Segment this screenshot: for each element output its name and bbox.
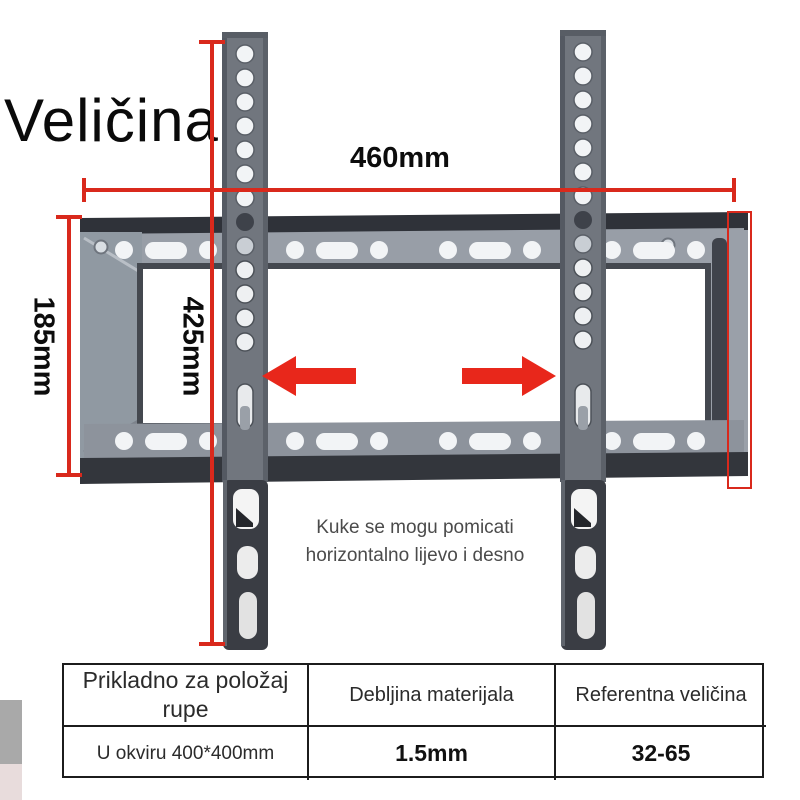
arrow-left-icon [262, 356, 356, 396]
spec-header-reference-size: Referentna veličina [554, 665, 766, 725]
dimension-tick [732, 178, 736, 202]
caption-line-2: horizontalno lijevo i desno [305, 544, 525, 566]
spec-header-hole-position: Prikladno za položaj rupe [82, 667, 289, 722]
dimension-line-width [82, 178, 736, 202]
spec-header-material-thickness: Debljina materijala [307, 665, 554, 725]
dimension-tick [199, 642, 225, 646]
spec-value-material-thickness: 1.5mm [307, 725, 554, 780]
dimension-line-rail-height [199, 40, 225, 646]
dimension-tick [56, 473, 82, 477]
dimension-tick [82, 178, 86, 202]
spec-table: Prikladno za položaj rupe Debljina mater… [62, 663, 766, 780]
height-dimension-label: 185mm [27, 296, 60, 397]
spec-value-hole-position: U okviru 400*400mm [64, 725, 307, 780]
caption-line-1: Kuke se mogu pomicati [316, 517, 514, 538]
dimension-tick [56, 215, 82, 219]
spec-value-reference-size: 32-65 [554, 725, 766, 780]
width-dimension-label: 460mm [350, 142, 450, 174]
rail-height-dimension-label: 425mm [176, 296, 209, 397]
right-edge-highlight-box [727, 211, 752, 489]
page-title: Veličina [4, 87, 219, 154]
arrow-right-icon [462, 356, 556, 396]
dimension-tick [199, 40, 225, 44]
caption: Kuke se mogu pomicati horizontalno lijev… [255, 514, 575, 569]
dimension-line-height [56, 215, 82, 477]
corner-decoration-gray [0, 700, 22, 764]
corner-decoration-pink [0, 764, 22, 800]
